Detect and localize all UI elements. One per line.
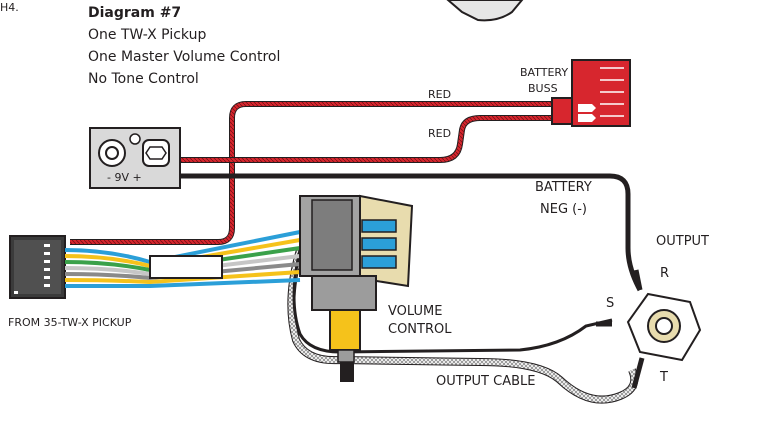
terminal-t-label: T	[660, 370, 668, 385]
volume-control-label-2: CONTROL	[388, 322, 452, 337]
pickup-wire-bundle	[64, 230, 301, 289]
header-line-2: One Master Volume Control	[88, 49, 281, 65]
battery-buss-label-1: BATTERY	[520, 66, 569, 79]
volume-control-label-1: VOLUME	[388, 304, 443, 319]
corner-text: H4.	[0, 1, 19, 14]
battery-9v-label: - 9V +	[107, 171, 142, 184]
volume-pot	[299, 194, 414, 382]
output-label: OUTPUT	[656, 234, 709, 249]
terminal-s-label: S	[606, 296, 615, 311]
output-cable-label: OUTPUT CABLE	[436, 374, 536, 389]
output-hot-wire	[292, 249, 613, 354]
red-wire-battery	[180, 115, 552, 163]
partial-component-top	[446, 0, 524, 22]
terminal-r-label: R	[660, 266, 670, 281]
header-line-1: One TW-X Pickup	[88, 27, 207, 43]
header-line-3: No Tone Control	[88, 71, 199, 87]
battery-neg-wire	[180, 173, 643, 292]
battery-buss-label-2: BUSS	[528, 82, 558, 95]
pickup-connector	[9, 235, 66, 299]
red-wire-label-top: RED	[428, 88, 452, 101]
battery-buss	[551, 59, 631, 127]
output-jack	[596, 269, 702, 389]
red-wire-label-lower: RED	[428, 127, 452, 140]
battery-neg-label-2: NEG (-)	[540, 202, 587, 217]
diagram-title: Diagram #7	[88, 5, 182, 21]
heat-shrink-sleeve	[149, 255, 223, 279]
battery-neg-label-1: BATTERY	[535, 180, 592, 195]
battery-connector-9v	[89, 127, 181, 189]
from-pickup-label: FROM 35-TW-X PICKUP	[8, 316, 132, 329]
